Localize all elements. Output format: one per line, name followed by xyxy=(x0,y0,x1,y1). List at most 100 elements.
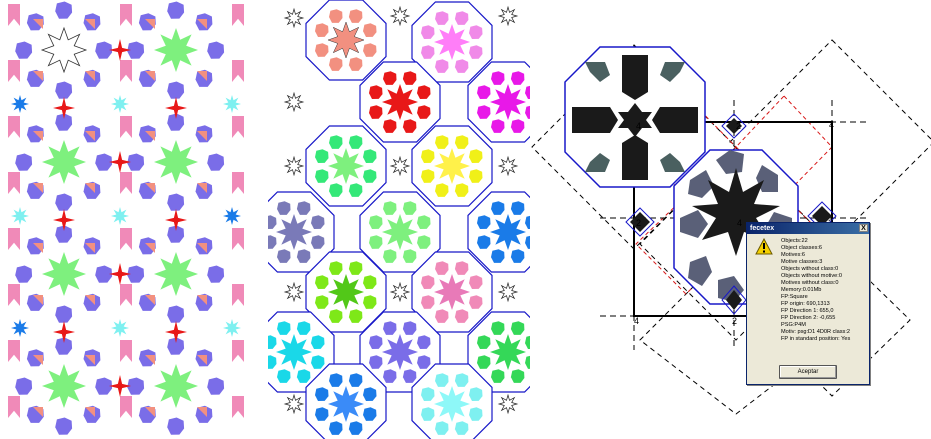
octagon-star xyxy=(490,334,526,370)
green-star-motif xyxy=(42,252,86,296)
chevron-motif xyxy=(8,228,20,250)
green-star-motif xyxy=(154,252,198,296)
dialog-title: fecetex xyxy=(750,225,774,232)
octagon-star xyxy=(490,214,526,250)
outline-star-motif xyxy=(285,157,303,175)
mosaic-cell xyxy=(15,2,112,99)
chevron-motif xyxy=(232,60,244,82)
axis-label-left-mid: 2 xyxy=(636,218,641,228)
dialog-info-line: FP Direction 2: -0,655 xyxy=(781,315,866,322)
dialog-close-button[interactable]: X xyxy=(859,224,868,232)
mosaic-cell xyxy=(127,338,224,435)
chevron-motif xyxy=(120,60,132,82)
mosaic-cell xyxy=(15,338,112,435)
axis-label-center: 4 xyxy=(737,218,742,228)
chevron-motif xyxy=(232,340,244,362)
violet-blob xyxy=(15,42,32,59)
chevron-motif xyxy=(8,4,20,26)
dialog-info-line: FP in standard position: Yes xyxy=(781,336,866,343)
fundamental-parallelogram-panel: 4 2 4 4 2 2 4 2 xyxy=(530,0,931,439)
small-star-motif xyxy=(11,319,29,337)
dialog-info-line: Object classes:6 xyxy=(781,245,866,252)
outline-star-motif xyxy=(285,93,303,111)
dialog-info-line: FP origin: 690,1313 xyxy=(781,301,866,308)
green-star-motif xyxy=(154,28,198,72)
dialog-info-line: Motives:6 xyxy=(781,252,866,259)
classified-octagon-cell xyxy=(360,62,440,142)
fecetex-info-dialog: fecetex X Objects:22Object classes:6Moti… xyxy=(746,222,870,385)
red-cross-motif xyxy=(109,375,131,397)
octagon-star xyxy=(328,386,364,422)
classified-octagon-cell xyxy=(306,0,386,80)
violet-blob xyxy=(167,418,184,435)
dialog-info-line: Memory:0.01Mb xyxy=(781,287,866,294)
classified-octagon-cell xyxy=(306,364,386,439)
octagon-star xyxy=(276,334,312,370)
outline-star-motif xyxy=(499,395,517,413)
green-star-motif xyxy=(42,140,86,184)
green-star-motif xyxy=(154,364,198,408)
dialog-info-line: Objects without class:0 xyxy=(781,266,866,273)
violet-blob xyxy=(55,82,72,99)
octagon-star xyxy=(490,84,526,120)
chevron-motif xyxy=(120,340,132,362)
small-star-motif xyxy=(223,207,241,225)
outline-star-motif xyxy=(391,157,409,175)
violet-blob xyxy=(167,2,184,19)
violet-blob xyxy=(167,194,184,211)
mosaic-cell xyxy=(15,114,112,211)
small-star-motif xyxy=(223,319,241,337)
small-star-motif xyxy=(11,207,29,225)
octagon-star xyxy=(328,274,364,310)
outline-star-motif xyxy=(285,395,303,413)
axis-label-top-mid: 2 xyxy=(736,121,741,131)
small-star-motif xyxy=(111,95,129,113)
chevron-motif xyxy=(232,116,244,138)
chevron-motif xyxy=(232,172,244,194)
octagon-star xyxy=(328,148,364,184)
violet-blob xyxy=(15,378,32,395)
chevron-motif xyxy=(8,60,20,82)
octagon-star xyxy=(276,214,312,250)
outline-star-motif xyxy=(391,7,409,25)
octagon-star xyxy=(382,84,418,120)
red-cross-motif xyxy=(165,97,187,119)
green-star-motif xyxy=(42,364,86,408)
octagon-star xyxy=(382,334,418,370)
chevron-motif xyxy=(120,172,132,194)
chevron-motif xyxy=(120,396,132,418)
classified-octagon-cell xyxy=(412,126,492,206)
outline-star-motif xyxy=(391,283,409,301)
outline-star-motif xyxy=(499,157,517,175)
violet-blob xyxy=(207,378,224,395)
mosaic-cell xyxy=(127,226,224,323)
chevron-motif xyxy=(8,172,20,194)
dialog-info-line: Motives without class:0 xyxy=(781,280,866,287)
chevron-motif xyxy=(8,116,20,138)
green-star-motif xyxy=(42,28,86,72)
chevron-motif xyxy=(120,4,132,26)
classified-mosaic-canvas xyxy=(268,0,530,439)
small-star-motif xyxy=(111,319,129,337)
dialog-info-line: PSG:P4M xyxy=(781,322,866,329)
red-cross-motif xyxy=(165,321,187,343)
red-cross-motif xyxy=(109,151,131,173)
outline-star-motif xyxy=(285,283,303,301)
dialog-titlebar[interactable]: fecetex X xyxy=(747,223,869,234)
accept-button[interactable]: Aceptar xyxy=(779,365,837,379)
violet-blob xyxy=(15,154,32,171)
red-cross-motif xyxy=(53,209,75,231)
outline-star-motif xyxy=(499,7,517,25)
chevron-motif xyxy=(232,284,244,306)
green-star-motif xyxy=(154,140,198,184)
octagon-star xyxy=(328,22,364,58)
violet-blob xyxy=(55,306,72,323)
violet-blob xyxy=(207,154,224,171)
small-star-motif xyxy=(223,95,241,113)
chevron-motif xyxy=(120,284,132,306)
axis-label-bottom-left: 4 xyxy=(634,316,639,326)
mosaic-cell xyxy=(15,226,112,323)
chevron-motif xyxy=(120,228,132,250)
axis-label-bottom-mid: 2 xyxy=(732,316,737,326)
red-cross-motif xyxy=(165,209,187,231)
